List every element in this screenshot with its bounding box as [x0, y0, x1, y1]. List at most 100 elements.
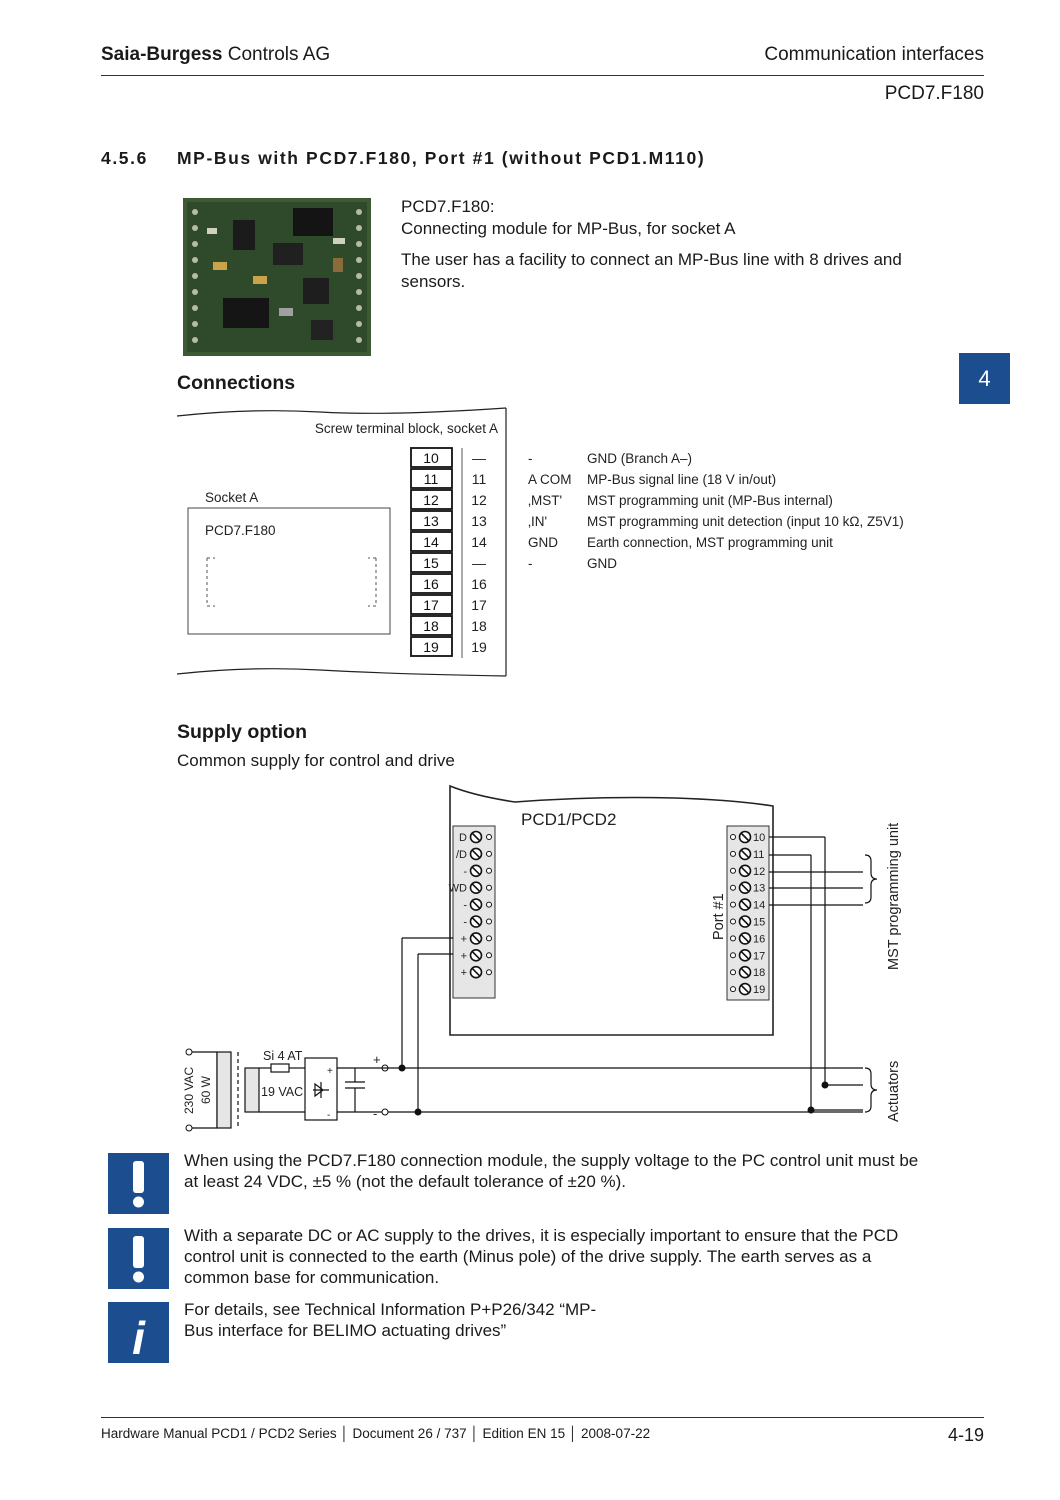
left-terminal-label: D — [459, 832, 467, 844]
supply-text: Common supply for control and drive — [177, 751, 455, 770]
info-icon: i — [108, 1302, 169, 1363]
note-3-text: For details, see Technical Information P… — [184, 1300, 597, 1340]
right-terminal-label: 10 — [753, 832, 765, 844]
pin-icon — [730, 969, 736, 976]
screw-terminal-label: Screw terminal block, socket A — [315, 421, 498, 436]
pin-icon — [730, 884, 736, 891]
terminal-number: 17 — [423, 597, 439, 613]
company-name: Saia-Burgess Controls AG — [101, 44, 330, 66]
terminal-signal: ‚IN' — [528, 514, 547, 529]
screw-slot — [471, 900, 481, 910]
terminal-number: 10 — [423, 450, 439, 466]
right-terminal-label: 19 — [753, 984, 765, 996]
screw-slot — [740, 866, 750, 876]
intro-line2: Connecting module for MP-Bus, for socket… — [401, 219, 736, 238]
port-label: Port #1 — [711, 893, 727, 940]
mains-power: 60 W — [199, 1075, 213, 1104]
screw-slot — [740, 950, 750, 960]
screw-slot — [471, 883, 481, 893]
note-1: When using the PCD7.F180 connection modu… — [184, 1150, 924, 1192]
actuators-label: Actuators — [886, 1061, 902, 1122]
module-label: PCD7.F180 — [205, 523, 276, 538]
header-product: PCD7.F180 — [884, 83, 984, 104]
socket-label: Socket A — [205, 490, 258, 505]
terminal-number: 13 — [423, 513, 439, 529]
pcd-label: PCD1/PCD2 — [521, 810, 616, 829]
terminal-signal: A COM — [528, 472, 572, 487]
terminal-box — [410, 468, 453, 489]
pin-icon — [486, 901, 492, 908]
terminal-pin: — — [472, 555, 486, 571]
terminal-number: 12 — [423, 492, 439, 508]
minus-label: - — [373, 1106, 377, 1121]
terminal-description: MP-Bus signal line (18 V in/out) — [587, 472, 776, 487]
minus-small: - — [327, 1110, 330, 1121]
pin-icon — [730, 918, 736, 925]
left-terminal-label: WD — [449, 883, 467, 895]
pin-icon — [730, 850, 736, 857]
company-name-rest: Controls AG — [222, 44, 331, 65]
right-terminal-label: 12 — [753, 866, 765, 878]
terminal-pin: 17 — [471, 597, 487, 613]
terminal-number: 18 — [423, 618, 439, 634]
terminal-description: GND — [587, 556, 617, 571]
terminal-number: 14 — [423, 534, 439, 550]
page-number: 4-19 — [947, 1425, 984, 1445]
left-terminal-label: - — [463, 917, 467, 929]
supply-heading: Supply option — [177, 721, 307, 743]
screw-slot — [471, 832, 481, 842]
pin-icon — [486, 867, 492, 874]
pin-icon — [730, 834, 736, 840]
footer-info: Hardware Manual PCD1 / PCD2 Series │ Doc… — [101, 1426, 651, 1441]
terminal-box — [410, 510, 453, 531]
right-terminal-label: 17 — [753, 950, 765, 962]
terminal-description: Earth connection, MST programming unit — [587, 535, 833, 550]
pin-icon — [730, 952, 736, 959]
footer-rule — [101, 1417, 984, 1418]
pin-icon — [730, 867, 736, 874]
company-name-bold: Saia-Burgess — [101, 44, 223, 65]
chapter-tab[interactable]: 4 — [959, 353, 1010, 404]
screw-slot — [740, 832, 750, 842]
screw-slot — [740, 967, 750, 977]
terminal-box — [410, 447, 453, 468]
left-terminal-label: /D — [456, 849, 467, 861]
terminal-number: 15 — [423, 555, 439, 571]
screw-slot — [471, 933, 481, 943]
section-title-text: MP-Bus with PCD7.F180, Port #1 (without … — [177, 148, 706, 168]
pin-icon — [486, 935, 492, 942]
screw-slot — [740, 984, 750, 994]
terminal-box — [410, 594, 453, 615]
pin-icon — [730, 935, 736, 942]
screw-slot — [471, 866, 481, 876]
intro-text: PCD7.F180: Connecting module for MP-Bus, … — [401, 196, 921, 302]
connections-heading: Connections — [177, 372, 296, 394]
supply-diagram: PCD1/PCD2 Port #1 D/D-WD--+++10111213141… — [182, 784, 902, 1132]
section-number: 4.5.6 — [101, 148, 148, 168]
pin-icon — [486, 834, 492, 840]
info-icon-glyph: i — [132, 1312, 146, 1363]
intro-line1: PCD7.F180: — [401, 197, 495, 216]
terminal-description: MST programming unit (MP-Bus internal) — [587, 493, 833, 508]
right-terminal-label: 14 — [753, 900, 765, 912]
screw-slot — [740, 933, 750, 943]
terminal-signal: - — [528, 451, 533, 466]
terminal-box — [410, 636, 453, 657]
screw-slot — [471, 967, 481, 977]
terminal-box — [410, 489, 453, 510]
secondary-voltage: 19 VAC — [261, 1085, 303, 1099]
fuse-label: Si 4 AT — [263, 1049, 303, 1063]
plus-label: + — [373, 1052, 381, 1067]
terminal-pin: 13 — [471, 513, 487, 529]
terminal-pin: 11 — [472, 471, 487, 487]
screw-slot — [740, 883, 750, 893]
right-terminal-label: 16 — [753, 933, 765, 945]
screw-slot — [471, 950, 481, 960]
terminal-box — [410, 531, 453, 552]
warning-icon — [108, 1153, 169, 1214]
terminal-number: 19 — [423, 639, 439, 655]
mst-label: MST programming unit — [886, 823, 902, 970]
section-title: 4.5.6 MP-Bus with PCD7.F180, Port #1 (wit… — [101, 148, 705, 169]
pin-icon — [486, 969, 492, 976]
note-1-text: When using the PCD7.F180 connection modu… — [184, 1151, 919, 1191]
